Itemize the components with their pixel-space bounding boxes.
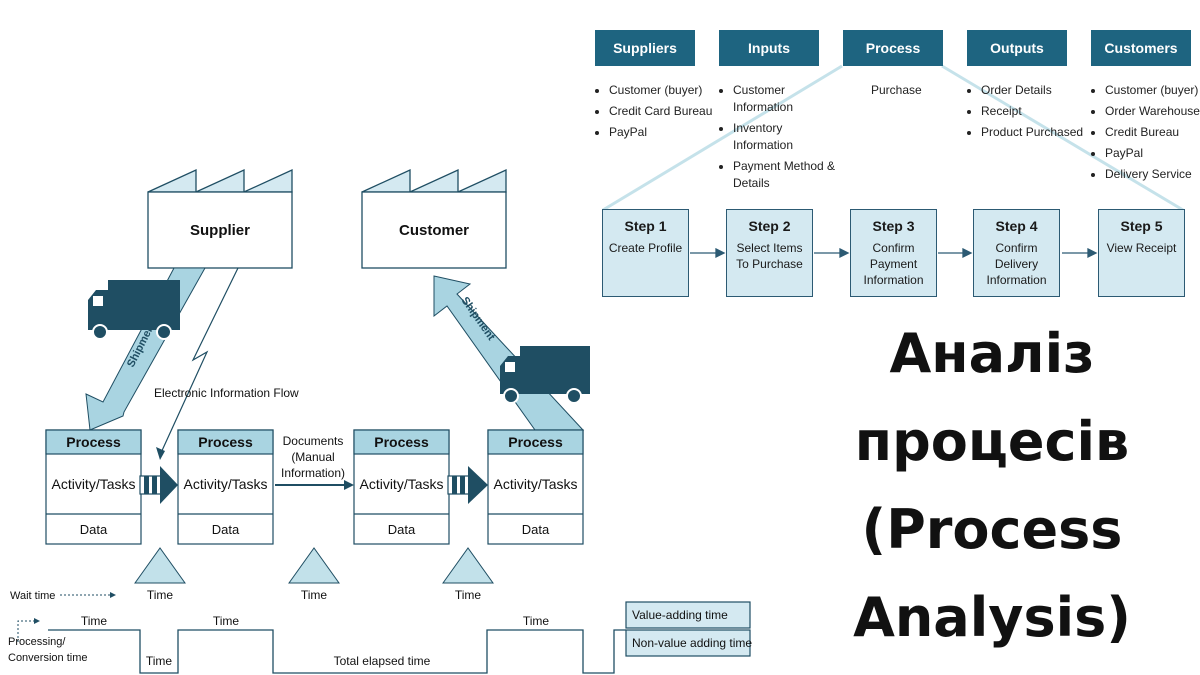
input-item: Payment Method & Details bbox=[733, 158, 843, 192]
customer-item: PayPal bbox=[1105, 143, 1200, 164]
output-item: Receipt bbox=[981, 101, 1089, 122]
process-box-data: Data bbox=[388, 522, 416, 537]
step-1-title: Step 1 bbox=[624, 218, 667, 234]
truck-left-icon bbox=[88, 280, 180, 340]
process-box-title: Process bbox=[508, 434, 563, 450]
title-line-4: Analysis) bbox=[853, 586, 1131, 649]
header-inputs: Inputs bbox=[719, 30, 819, 66]
supplier-item: Credit Card Bureau bbox=[609, 101, 717, 122]
step-3-box: Step 3 Confirm Payment Information bbox=[850, 209, 937, 297]
inventory-triangle-3 bbox=[442, 547, 494, 584]
time-label-t2: Time bbox=[146, 654, 173, 668]
supplier-factory-icon bbox=[147, 168, 293, 269]
documents-label-3: Information) bbox=[281, 466, 345, 480]
electronic-flow-line bbox=[159, 267, 239, 456]
supplier-item: Customer (buyer) bbox=[609, 80, 717, 101]
customer-label: Customer bbox=[399, 222, 469, 239]
wait-time-label: Wait time bbox=[10, 590, 55, 602]
step-1-box: Step 1 Create Profile bbox=[602, 209, 689, 297]
step-1-desc: Create Profile bbox=[608, 241, 683, 255]
process-box-title: Process bbox=[198, 434, 253, 450]
time-label-t1: Time bbox=[81, 614, 108, 628]
time-label-t3: Time bbox=[213, 614, 240, 628]
process-box-title: Process bbox=[374, 434, 429, 450]
step-2-title: Step 2 bbox=[748, 218, 791, 234]
step-4-box: Step 4 Confirm Delivery Information bbox=[973, 209, 1060, 297]
truck-right-icon bbox=[500, 346, 590, 404]
process-box-title: Process bbox=[66, 434, 121, 450]
input-item: Customer Information bbox=[733, 82, 843, 116]
documents-label-1: Documents bbox=[283, 434, 344, 448]
process-box-data: Data bbox=[80, 522, 108, 537]
header-suppliers: Suppliers bbox=[595, 30, 695, 66]
header-customers: Customers bbox=[1091, 30, 1191, 66]
process-box-data: Data bbox=[522, 522, 550, 537]
value-adding-label: Value-adding time bbox=[632, 608, 728, 622]
total-elapsed-label: Total elapsed time bbox=[334, 654, 431, 668]
step-2-desc: Select Items To Purchase bbox=[736, 241, 803, 271]
inventory-triangle-1 bbox=[134, 547, 186, 584]
supplier-item: PayPal bbox=[609, 122, 717, 143]
output-item: Order Details bbox=[981, 80, 1089, 101]
customer-factory-icon bbox=[361, 168, 507, 269]
non-value-adding-box bbox=[625, 629, 751, 657]
step-2-box: Step 2 Select Items To Purchase bbox=[726, 209, 813, 297]
customers-list: Customer (buyer) Order Warehouse Credit … bbox=[1091, 80, 1200, 185]
header-process: Process bbox=[843, 30, 943, 66]
supplier-label: Supplier bbox=[190, 222, 250, 239]
step-5-box: Step 5 View Receipt bbox=[1098, 209, 1185, 297]
inventory-triangle-2 bbox=[288, 547, 340, 584]
process-box-activity: Activity/Tasks bbox=[359, 476, 443, 492]
electronic-flow-label: Electronic Information Flow bbox=[154, 386, 299, 400]
step-4-title: Step 4 bbox=[995, 218, 1038, 234]
process-box-activity: Activity/Tasks bbox=[183, 476, 267, 492]
process-box-activity: Activity/Tasks bbox=[51, 476, 135, 492]
title-line-3: (Process bbox=[861, 498, 1123, 561]
process-text: Purchase bbox=[871, 83, 922, 97]
processing-label-1: Processing/ bbox=[8, 636, 66, 648]
step-5-title: Step 5 bbox=[1120, 218, 1163, 234]
customer-item: Order Warehouse bbox=[1105, 101, 1200, 122]
time-label-tri-1: Time bbox=[147, 588, 174, 602]
time-label-t4: Time bbox=[523, 614, 550, 628]
customer-item: Delivery Service bbox=[1105, 164, 1200, 185]
step-3-desc: Confirm Payment Information bbox=[863, 241, 924, 287]
process-box-activity: Activity/Tasks bbox=[493, 476, 577, 492]
customer-item: Credit Bureau bbox=[1105, 122, 1200, 143]
process-box-data: Data bbox=[212, 522, 240, 537]
electronic-flow-arrowhead bbox=[156, 447, 165, 460]
processing-label-2: Conversion time bbox=[8, 652, 87, 664]
step-4-desc: Confirm Delivery Information bbox=[986, 241, 1047, 287]
documents-label-2: (Manual bbox=[291, 450, 334, 464]
push-arrow-1 bbox=[139, 466, 178, 504]
timeline-line bbox=[48, 629, 626, 674]
time-label-tri-3: Time bbox=[455, 588, 482, 602]
title-line-2: процесів bbox=[854, 410, 1130, 473]
push-arrow-2 bbox=[447, 466, 488, 504]
input-item: Inventory Information bbox=[733, 120, 843, 154]
title-line-1: Аналіз bbox=[889, 322, 1095, 385]
output-item: Product Purchased bbox=[981, 122, 1089, 143]
header-outputs: Outputs bbox=[967, 30, 1067, 66]
time-label-tri-2: Time bbox=[301, 588, 328, 602]
step-5-desc: View Receipt bbox=[1106, 241, 1177, 255]
non-value-adding-label: Non-value adding time bbox=[632, 636, 752, 650]
customer-item: Customer (buyer) bbox=[1105, 80, 1200, 101]
step-3-title: Step 3 bbox=[872, 218, 915, 234]
suppliers-list: Customer (buyer) Credit Card Bureau PayP… bbox=[595, 80, 717, 143]
inputs-list: Customer Information Inventory Informati… bbox=[719, 80, 843, 196]
value-adding-box bbox=[625, 601, 751, 629]
outputs-list: Order Details Receipt Product Purchased bbox=[967, 80, 1089, 143]
